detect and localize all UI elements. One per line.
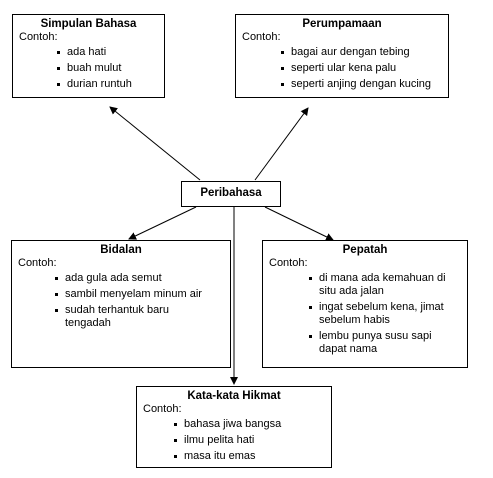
arrow-to-pepatah bbox=[264, 206, 334, 241]
list-item: durian runtuh bbox=[57, 78, 164, 91]
list-item: seperti anjing dengan kucing bbox=[281, 78, 448, 91]
box-perumpamaan: Perumpamaan Contoh: bagai aur dengan teb… bbox=[235, 14, 449, 98]
box-label: Contoh: bbox=[242, 31, 281, 43]
box-label: Contoh: bbox=[19, 31, 58, 43]
center-node-peribahasa: Peribahasa bbox=[181, 181, 281, 207]
box-label: Contoh: bbox=[269, 257, 308, 269]
list-item: di mana ada kemahuan di situ ada jalan bbox=[309, 272, 461, 298]
list-item: sambil menyelam minum air bbox=[55, 288, 215, 301]
arrow-to-bidalan bbox=[128, 206, 197, 240]
list-item: lembu punya susu sapi dapat nama bbox=[309, 330, 461, 356]
list-item: masa itu emas bbox=[174, 450, 331, 463]
list-item: seperti ular kena palu bbox=[281, 62, 448, 75]
list-item: ingat sebelum kena, jimat sebelum habis bbox=[309, 301, 461, 327]
arrow-to-simpulan-bahasa bbox=[109, 106, 201, 181]
example-list: bagai aur dengan tebing seperti ular ken… bbox=[281, 46, 448, 91]
box-title: Kata-kata Hikmat bbox=[187, 390, 281, 402]
list-item: bagai aur dengan tebing bbox=[281, 46, 448, 59]
box-kata-kata-hikmat: Kata-kata Hikmat Contoh: bahasa jiwa ban… bbox=[136, 386, 332, 468]
example-list: bahasa jiwa bangsa ilmu pelita hati masa… bbox=[174, 418, 331, 463]
arrow-to-perumpamaan bbox=[254, 107, 309, 181]
list-item: ada hati bbox=[57, 46, 164, 59]
list-item: ilmu pelita hati bbox=[174, 434, 331, 447]
box-label: Contoh: bbox=[143, 403, 182, 415]
example-list: ada gula ada semut sambil menyelam minum… bbox=[55, 272, 215, 330]
example-list: di mana ada kemahuan di situ ada jalan i… bbox=[309, 272, 461, 356]
list-item: bahasa jiwa bangsa bbox=[174, 418, 331, 431]
list-item: ada gula ada semut bbox=[55, 272, 215, 285]
center-title: Peribahasa bbox=[200, 187, 262, 199]
box-title: Bidalan bbox=[100, 244, 142, 256]
box-title: Pepatah bbox=[342, 244, 388, 256]
box-title: Perumpamaan bbox=[302, 18, 382, 30]
box-pepatah: Pepatah Contoh: di mana ada kemahuan di … bbox=[262, 240, 468, 368]
list-item: sudah terhantuk baru tengadah bbox=[55, 304, 215, 330]
box-title: Simpulan Bahasa bbox=[40, 18, 137, 30]
box-bidalan: Bidalan Contoh: ada gula ada semut sambi… bbox=[11, 240, 231, 368]
box-simpulan-bahasa: Simpulan Bahasa Contoh: ada hati buah mu… bbox=[12, 14, 165, 98]
example-list: ada hati buah mulut durian runtuh bbox=[57, 46, 164, 91]
box-label: Contoh: bbox=[18, 257, 57, 269]
list-item: buah mulut bbox=[57, 62, 164, 75]
